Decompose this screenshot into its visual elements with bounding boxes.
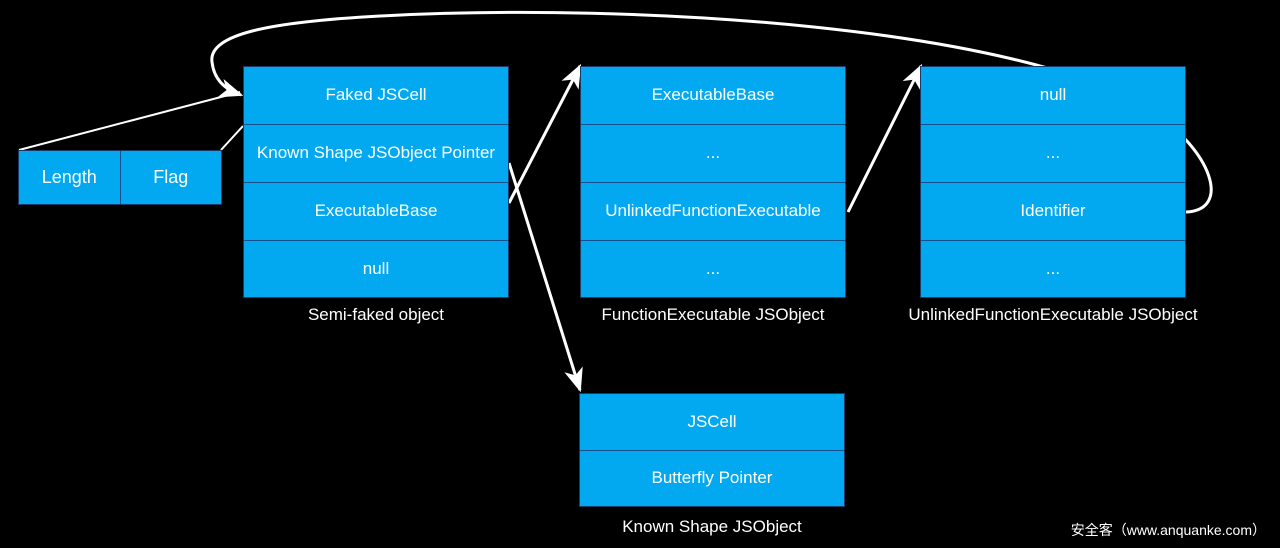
struct-unlinked-function-executable-jsobject: null ... Identifier ... [920, 66, 1186, 298]
row-ufe-null: null [921, 67, 1185, 125]
guide-line-length-to-faked-jscell [18, 91, 241, 151]
row-fe-executablebase: ExecutableBase [581, 67, 845, 125]
caption-unlinked-function-executable-jsobject: UnlinkedFunctionExecutable JSObject [908, 305, 1198, 324]
row-faked-jscell: Faked JSCell [244, 67, 508, 125]
length-flag-block: Length Flag [18, 150, 222, 205]
row-executablebase: ExecutableBase [244, 183, 508, 241]
row-ufe-ellipsis-2: ... [921, 241, 1185, 297]
cell-length: Length [19, 151, 121, 204]
row-fe-ellipsis-1: ... [581, 125, 845, 183]
caption-known-shape-jsobject: Known Shape JSObject [622, 517, 802, 536]
struct-function-executable-jsobject: ExecutableBase ... UnlinkedFunctionExecu… [580, 66, 846, 298]
arrow-knownshapepointer-to-knownshape-jsobject [507, 162, 583, 393]
cell-flag: Flag [120, 151, 221, 204]
row-ufe-identifier: Identifier [921, 183, 1185, 241]
arrow-unlinkedfunctionexecutable-to-unlinked-jsobject [846, 63, 923, 213]
row-null: null [244, 241, 508, 297]
row-ks-butterfly-pointer: Butterfly Pointer [580, 451, 844, 506]
arrow-executablebase-to-functionexecutable [507, 63, 582, 204]
row-fe-unlinkedfunctionexecutable: UnlinkedFunctionExecutable [581, 183, 845, 241]
row-fe-ellipsis-2: ... [581, 241, 845, 297]
struct-known-shape-jsobject: JSCell Butterfly Pointer [579, 393, 845, 507]
caption-function-executable-jsobject: FunctionExecutable JSObject [601, 305, 825, 324]
watermark: 安全客（www.anquanke.com） [1070, 522, 1266, 538]
guide-line-flag-to-semi-faked [220, 125, 244, 151]
row-known-shape-jsobject-pointer: Known Shape JSObject Pointer [244, 125, 508, 183]
row-ufe-ellipsis-1: ... [921, 125, 1185, 183]
row-ks-jscell: JSCell [580, 394, 844, 451]
caption-semi-faked-object: Semi-faked object [307, 305, 445, 324]
struct-semi-faked-object: Faked JSCell Known Shape JSObject Pointe… [243, 66, 509, 298]
